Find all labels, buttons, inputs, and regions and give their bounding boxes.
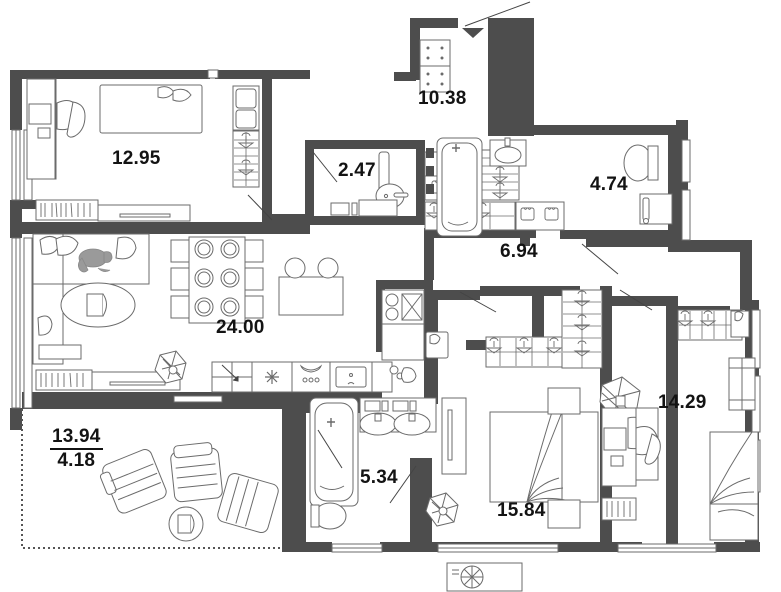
entrance-direction-arrow [462,28,484,38]
terrace-area-total: 13.94 [50,427,103,450]
room-area-bathroom-bottom: 5.34 [360,467,398,488]
room-area-corridor: 6.94 [500,241,538,262]
furniture-bedroom-14-29 [635,309,759,541]
room-area-bedroom-master: 15.84 [497,500,546,521]
furniture-living-room [32,233,344,391]
terrace [21,409,282,549]
terrace-boundary [21,409,282,549]
terrace-area: 13.94 4.18 [50,427,103,471]
ventilation-fan-unit [446,562,523,592]
furniture-bedroom-12-95 [26,78,273,222]
furniture-entrance-hall [419,1,531,93]
furniture-bedroom-15-84 [459,289,656,529]
furniture-bathroom-5-34 [309,397,467,530]
room-area-living-room: 24.00 [216,317,265,338]
room-area-bathroom-top: 4.74 [590,174,628,195]
room-area-wardrobe-room: 2.47 [338,160,376,181]
furniture-bathroom-4-74 [436,137,673,237]
room-area-entrance-hall: 10.38 [418,88,467,109]
furniture-dressing-2-47 [312,151,409,217]
room-area-bedroom-top-left: 12.95 [112,148,161,169]
room-area-bedroom-right: 14.29 [658,392,707,413]
furniture-kitchen [173,289,449,403]
terrace-area-reduced: 4.18 [57,449,96,471]
